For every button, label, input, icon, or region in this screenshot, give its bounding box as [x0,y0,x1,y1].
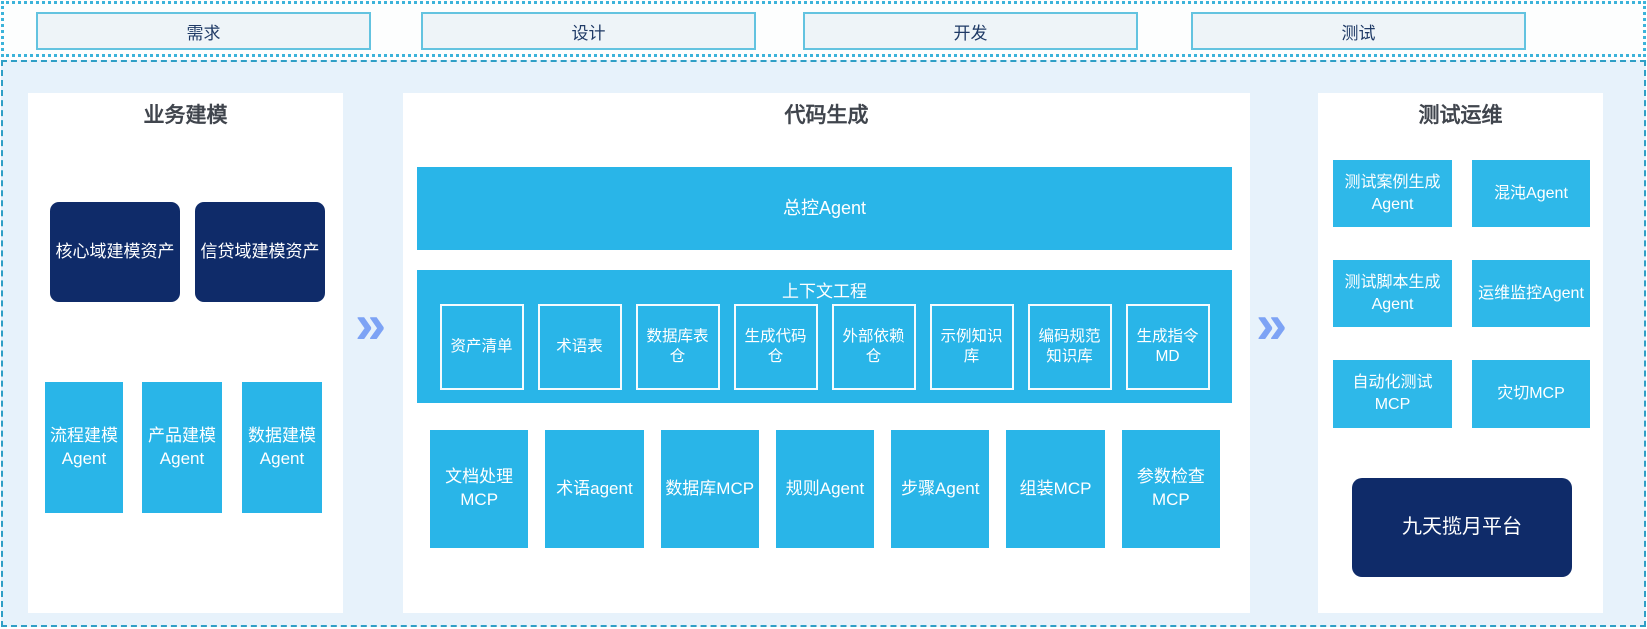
node-terminology-agent: 术语agent [545,430,644,548]
node-process-modeling-agent: 流程建模Agent [45,382,123,513]
node-product-modeling-agent: 产品建模Agent [142,382,222,513]
node-external-deps-repo: 外部依赖仓 [831,304,916,390]
node-chaos-agent: 混沌Agent [1472,160,1590,227]
context-items-row: 资产清单 术语表 数据库表仓 生成代码仓 外部依赖仓 示例知识库 编码规范知识库… [417,304,1232,390]
phase-box-requirements: 需求 [36,12,371,50]
node-test-script-gen-agent: 测试脚本生成Agent [1333,260,1452,327]
node-credit-domain-assets: 信贷域建模资产 [195,202,325,302]
panel-title: 测试运维 [1418,104,1503,127]
tools-row: 文档处理MCP 术语agent 数据库MCP 规则Agent 步骤Agent 组… [430,430,1220,548]
node-master-control-agent: 总控Agent [417,167,1232,250]
node-jiutian-lanyue-platform: 九天揽月平台 [1352,478,1572,577]
group-title: 上下文工程 [782,282,867,301]
node-example-kb: 示例知识库 [929,304,1014,390]
panel-test-ops: 测试运维 测试案例生成Agent 混沌Agent 测试脚本生成Agent 运维监… [1318,93,1603,613]
node-step-agent: 步骤Agent [891,430,990,548]
flow-chevron-icon: » [1256,292,1288,355]
node-rules-agent: 规则Agent [775,430,875,548]
flow-chevron-icon: » [355,292,387,355]
group-context-engineering: 上下文工程 资产清单 术语表 数据库表仓 生成代码仓 外部依赖仓 示例知识库 编… [417,270,1232,403]
phase-box-development: 开发 [803,12,1138,50]
phase-strip: 需求 设计 开发 测试 [1,1,1646,57]
panel-title: 代码生成 [784,104,869,127]
main-container: 业务建模 核心域建模资产 信贷域建模资产 流程建模Agent 产品建模Agent… [1,60,1646,627]
node-generation-instruction-md: 生成指令MD [1125,304,1210,390]
node-coding-standard-kb: 编码规范知识库 [1027,304,1112,390]
node-automated-test-mcp: 自动化测试MCP [1333,360,1452,428]
node-param-check-mcp: 参数检查MCP [1121,430,1220,548]
node-asset-list: 资产清单 [439,304,524,390]
node-ops-monitoring-agent: 运维监控Agent [1472,260,1590,327]
phase-box-design: 设计 [421,12,756,50]
phase-label: 设计 [571,23,606,43]
node-assembly-mcp: 组装MCP [1006,430,1105,548]
panel-title: 业务建模 [143,104,228,127]
node-db-table-repo: 数据库表仓 [635,304,720,390]
phase-label: 测试 [1341,23,1376,43]
node-glossary: 术语表 [537,304,622,390]
phase-label: 需求 [186,23,221,43]
node-database-mcp: 数据库MCP [660,430,759,548]
phase-label: 开发 [953,23,988,43]
node-generated-code-repo: 生成代码仓 [733,304,818,390]
phase-box-testing: 测试 [1191,12,1526,50]
node-core-domain-assets: 核心域建模资产 [50,202,180,302]
node-data-modeling-agent: 数据建模Agent [242,382,322,513]
node-test-case-gen-agent: 测试案例生成Agent [1333,160,1452,227]
node-doc-processing-mcp: 文档处理MCP [430,430,529,548]
panel-business-modeling: 业务建模 核心域建模资产 信贷域建模资产 流程建模Agent 产品建模Agent… [28,93,343,613]
panel-code-generation: 代码生成 总控Agent 上下文工程 资产清单 术语表 数据库表仓 生成代码仓 … [403,93,1250,613]
node-disaster-switch-mcp: 灾切MCP [1472,360,1590,428]
